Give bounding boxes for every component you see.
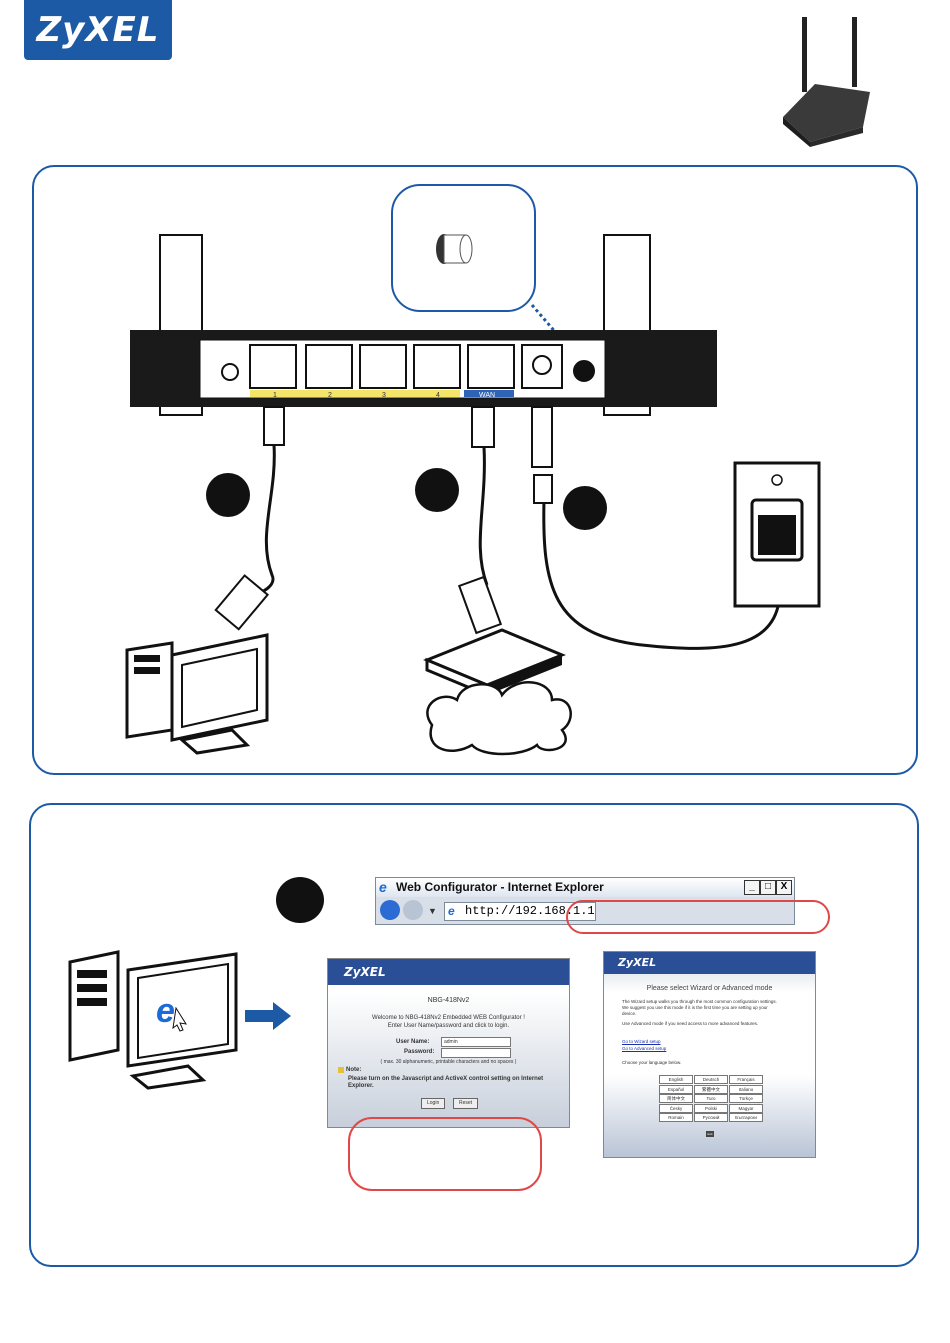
- wps-label: WPS/RESET: [204, 392, 246, 399]
- internet-cloud-icon: [426, 681, 572, 756]
- reset-button[interactable]: Reset: [453, 1098, 479, 1109]
- lan-label-2: 2: [328, 392, 332, 399]
- router-image: [783, 17, 870, 147]
- language-button[interactable]: Magyar: [729, 1103, 763, 1113]
- lan-label-3: 3: [382, 392, 386, 399]
- wizard-screen: ZyXEL Please select Wizard or Advanced m…: [603, 951, 816, 1158]
- note-text-2: Explorer.: [348, 1083, 374, 1089]
- wizard-header: ZyXEL: [604, 952, 815, 974]
- maximize-button[interactable]: □: [760, 880, 776, 895]
- wan-color-strip: [464, 390, 514, 397]
- login-logo: ZyXEL: [344, 965, 386, 979]
- address-text: http://192.168.1.1: [465, 904, 595, 918]
- login-welcome-2: Enter User Name/password and click to lo…: [387, 1023, 510, 1029]
- login-screen: ZyXEL NBG-418Nv2 Welcome to NBG-418Nv2 E…: [327, 958, 570, 1128]
- note-text-1: Please turn on the Javascript and Active…: [348, 1076, 544, 1082]
- wizard-desc-3: device.: [622, 1011, 637, 1016]
- wps-reset-button: [221, 363, 239, 381]
- browser-title-bar: e Web Configurator - Internet Explorer _…: [376, 878, 794, 897]
- wizard-heading: Please select Wizard or Advanced mode: [646, 985, 773, 992]
- language-button[interactable]: 繁體中文: [694, 1084, 728, 1094]
- user-name-label: User Name:: [396, 1039, 430, 1045]
- language-button[interactable]: Romain: [659, 1113, 693, 1122]
- language-button[interactable]: Français: [729, 1075, 763, 1084]
- wan-label: WAN: [479, 392, 495, 399]
- wizard-desc-2: We suggest you use this mode if it is th…: [622, 1005, 768, 1010]
- language-button[interactable]: Български: [729, 1113, 763, 1122]
- zyxel-logo: ZyXEL: [24, 0, 172, 60]
- language-button[interactable]: Italiano: [729, 1084, 763, 1094]
- advanced-setup-link[interactable]: Go to Advanced setup: [622, 1046, 667, 1051]
- minimize-button[interactable]: _: [744, 880, 760, 895]
- step-circle-c: [563, 486, 607, 530]
- power-cable: [531, 406, 782, 650]
- router-body: [783, 84, 870, 142]
- ie-logo-icon: e: [379, 879, 387, 895]
- lan-ports: [249, 344, 515, 389]
- router-side: [783, 117, 810, 147]
- login-hint: ( max. 30 alphanumeric, printable charac…: [380, 1059, 517, 1065]
- arrow-right-icon: [245, 1002, 291, 1030]
- wan-cable: [457, 406, 503, 635]
- power-label: POWER: [526, 392, 552, 399]
- hardware-diagram: WPS/RESET 1 2 3 4 WAN POWER ON/OFF: [125, 184, 821, 756]
- language-prompt: Choose your language below.: [622, 1060, 682, 1065]
- router-front: [810, 127, 863, 147]
- language-button[interactable]: English: [659, 1075, 693, 1084]
- language-button[interactable]: Español: [659, 1084, 693, 1094]
- page-icon: e: [448, 904, 455, 918]
- user-name-field[interactable]: admin: [441, 1037, 511, 1047]
- language-button[interactable]: Polski: [694, 1103, 728, 1113]
- lan-label-4: 4: [436, 392, 440, 399]
- login-model: NBG-418Nv2: [427, 997, 470, 1004]
- back-button[interactable]: [380, 900, 400, 920]
- wizard-desc-4: Use Advanced mode if you need access to …: [622, 1021, 759, 1026]
- on-off-button: [571, 358, 597, 384]
- lan-color-strip: [250, 390, 460, 397]
- language-button[interactable]: Türkçe: [729, 1094, 763, 1103]
- wizard-logo: ZyXEL: [618, 956, 657, 969]
- svg-text:e: e: [156, 992, 175, 1030]
- close-button[interactable]: X: [776, 880, 792, 895]
- browser-title: Web Configurator - Internet Explorer: [396, 880, 604, 894]
- wizard-setup-link[interactable]: Go to Wizard setup: [622, 1039, 661, 1044]
- note-icon: [338, 1067, 344, 1073]
- wizard-desc-1: The Wizard setup walks you through the m…: [622, 999, 777, 1004]
- language-button[interactable]: Deutsch: [694, 1075, 728, 1084]
- language-button[interactable]: Русский: [694, 1113, 728, 1122]
- login-header: ZyXEL: [328, 959, 569, 985]
- language-button[interactable]: Česky: [659, 1103, 693, 1113]
- dropdown-arrow-icon[interactable]: ▼: [428, 906, 437, 916]
- forward-button[interactable]: [403, 900, 423, 920]
- login-highlight: [348, 1117, 542, 1191]
- on-off-label: ON/OFF: [566, 392, 592, 399]
- exit-button[interactable]: Exit: [706, 1131, 714, 1137]
- password-field[interactable]: [441, 1048, 511, 1058]
- antenna-right: [852, 17, 857, 87]
- computer-ie-icon: e: [68, 950, 238, 1090]
- step-circle-b: [415, 468, 459, 512]
- lan-label-1: 1: [273, 392, 277, 399]
- password-label: Password:: [404, 1049, 435, 1055]
- antenna-left: [802, 17, 807, 92]
- login-welcome-1: Welcome to NBG-418Nv2 Embedded WEB Confi…: [372, 1015, 525, 1021]
- login-button[interactable]: Login: [421, 1098, 446, 1109]
- language-button[interactable]: 简体中文: [659, 1094, 693, 1103]
- step-circle-a: [206, 473, 250, 517]
- language-button[interactable]: Turo: [694, 1094, 728, 1103]
- note-label: Note:: [346, 1067, 362, 1073]
- computer-icon: [125, 633, 269, 755]
- step-circle-d: [276, 877, 324, 923]
- address-bar[interactable]: e http://192.168.1.1: [444, 902, 596, 921]
- power-button-zoom-icon: [436, 234, 473, 264]
- lan-cable: [214, 406, 285, 631]
- wall-outlet: [733, 461, 821, 608]
- address-highlight: [566, 900, 830, 934]
